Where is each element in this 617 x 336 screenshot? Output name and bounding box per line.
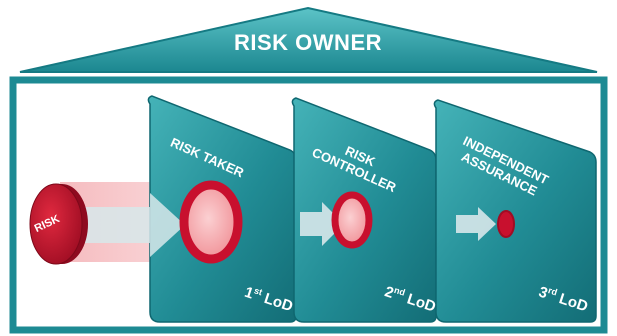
owner-title: RISK OWNER — [234, 30, 382, 55]
panel-2-lod-sup: nd — [392, 284, 407, 298]
arrow-3 — [456, 207, 496, 241]
roof — [19, 6, 598, 73]
risk-cylinder — [29, 183, 83, 265]
panel-1-lod-sup: st — [252, 285, 264, 298]
ring-3 — [497, 210, 515, 238]
arrow-1 — [84, 193, 185, 257]
panel-3 — [433, 99, 597, 323]
ring-2 — [331, 191, 373, 249]
ring-1 — [179, 180, 243, 264]
panel-3-lod-sup: rd — [546, 285, 559, 298]
